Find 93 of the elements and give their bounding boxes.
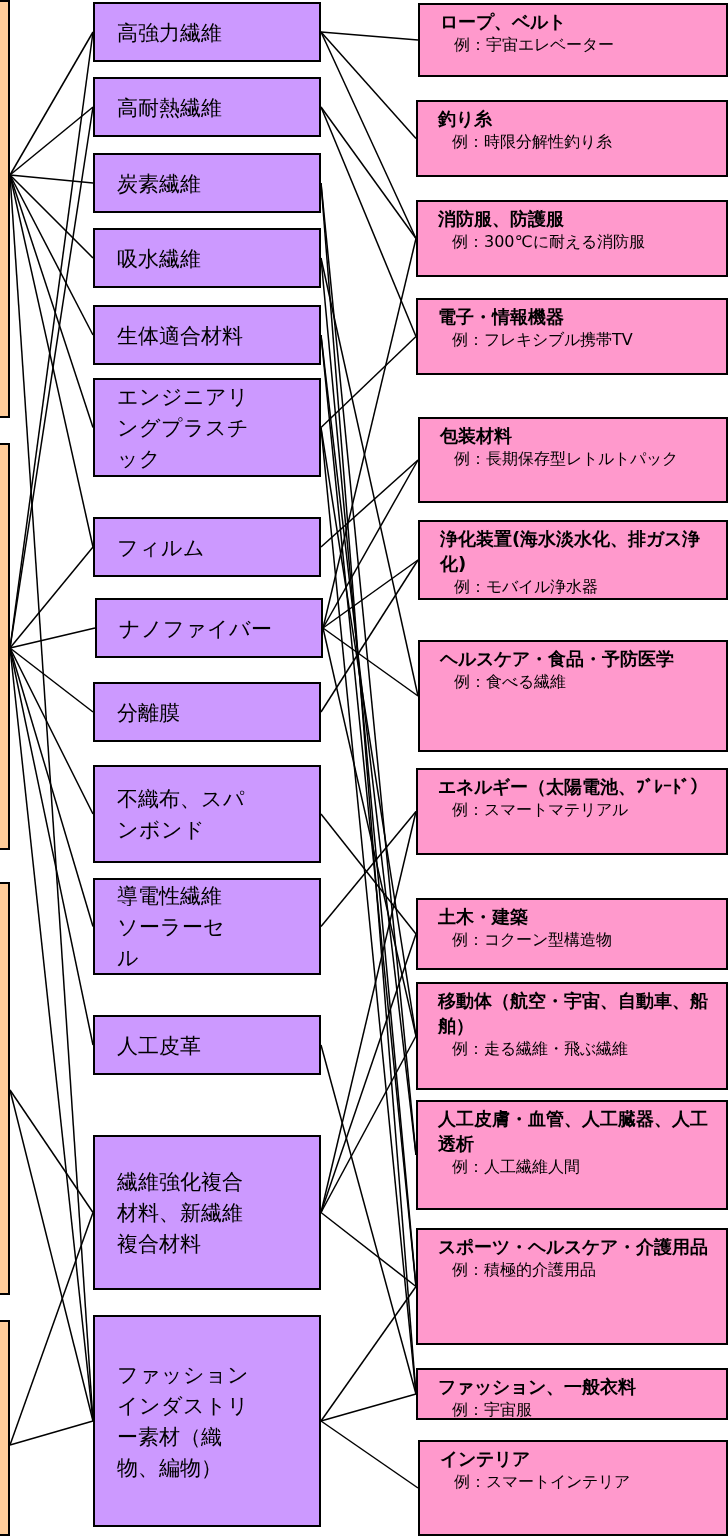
example-text: 例：長期保存型レトルトパック [454, 448, 679, 470]
example-text: 例：コクーン型構造物 [452, 929, 613, 951]
application-box [416, 768, 728, 855]
connector-line [9, 1420, 94, 1446]
connector-line [9, 106, 94, 176]
example-text: 例：時限分解性釣り糸 [452, 131, 613, 153]
application-heading: 浄化装置(海水淡水化、排ガス浄化) [440, 527, 702, 576]
material-label: 繊維強化複合材料、新繊維複合材料 [117, 1169, 244, 1258]
example-text: 例：300℃に耐える消防服 [452, 231, 646, 253]
material-box [93, 765, 321, 863]
material-box [93, 228, 321, 288]
application-box [416, 1368, 728, 1420]
material-box [93, 153, 321, 213]
application-box [416, 100, 728, 177]
application-heading: スポーツ・ヘルスケア・介護用品 [438, 1235, 709, 1259]
material-box [93, 682, 321, 742]
material-box [93, 517, 321, 577]
application-box [418, 1440, 728, 1536]
material-label: 生体適合材料 [117, 322, 244, 350]
application-heading: 移動体（航空・宇宙、自動車、船舶） [438, 989, 709, 1038]
connector-line [9, 627, 96, 649]
material-box [93, 2, 321, 62]
application-heading: 人工皮膚・血管、人工臓器、人工透析 [438, 1107, 709, 1156]
material-label: 吸水繊維 [117, 245, 202, 273]
application-heading: 包装材料 [440, 424, 513, 448]
connector-line [9, 1089, 94, 1214]
material-box [93, 878, 321, 975]
connector-line [320, 559, 419, 713]
example-text: 例：走る繊維・飛ぶ繊維 [452, 1038, 629, 1060]
example-text: 例：積極的介護用品 [452, 1259, 597, 1281]
material-box [95, 598, 323, 658]
example-text: 例：食べる繊維 [454, 671, 567, 693]
material-box [93, 1135, 321, 1290]
connector-line [322, 627, 419, 697]
material-label: ファッションインダストリー素材（織物、編物） [117, 1362, 250, 1482]
material-box [93, 77, 321, 137]
application-heading: エネルギー（太陽電池、ﾌﾞﾚｰﾄﾞ） [438, 775, 709, 799]
application-box [416, 1228, 728, 1345]
connector-line [320, 1420, 419, 1489]
material-label: フィルム [117, 534, 206, 562]
application-box [418, 640, 728, 752]
connector-line [9, 174, 94, 184]
material-label: ナノファイバー [119, 615, 273, 643]
connector-line [9, 546, 94, 649]
material-box [93, 378, 321, 477]
application-box [416, 200, 728, 277]
example-text: 例：宇宙エレベーター [454, 34, 615, 56]
material-box [93, 305, 321, 365]
connector-line [320, 31, 419, 41]
connector-line [9, 647, 94, 713]
example-text: 例：フレキシブル携帯TV [452, 329, 634, 351]
connector-line [320, 106, 417, 240]
material-box [93, 1015, 321, 1075]
application-box [416, 898, 728, 970]
example-text: 例：スマートインテリア [454, 1471, 631, 1493]
connector-line [320, 1393, 417, 1422]
application-heading: 土木・建築 [438, 905, 529, 929]
connector-line [322, 559, 419, 629]
example-text: 例：モバイル浄水器 [454, 576, 599, 598]
connector-line [9, 31, 94, 176]
application-box [416, 982, 728, 1090]
example-text: 例：スマートマテリアル [452, 799, 629, 821]
material-label: 導電性繊維ソーラーセル [117, 883, 226, 972]
connector-line [9, 174, 94, 259]
material-label: 炭素繊維 [117, 170, 202, 198]
application-heading: 釣り糸 [438, 107, 493, 131]
application-heading: ファッション、一般衣料 [438, 1375, 637, 1399]
application-heading: ヘルスケア・食品・予防医学 [440, 647, 675, 671]
connector-line [320, 335, 417, 429]
application-box [416, 1100, 728, 1210]
application-heading: 消防服、防護服 [438, 207, 565, 231]
connector-line [320, 459, 419, 548]
application-heading: 電子・情報機器 [438, 305, 565, 329]
application-box [418, 3, 728, 77]
application-box [418, 520, 728, 600]
connector-line [9, 647, 94, 815]
material-box [93, 1315, 321, 1527]
material-label: 高耐熱繊維 [117, 94, 223, 122]
connector-line [322, 459, 419, 629]
example-text: 例：人工繊維人間 [452, 1156, 581, 1178]
connector-line [320, 31, 417, 140]
application-heading: インテリア [440, 1447, 531, 1471]
application-box [418, 417, 728, 503]
connector-line [320, 1285, 417, 1422]
material-label: エンジニアリングプラスチック [117, 384, 250, 473]
material-label: 高強力繊維 [117, 19, 223, 47]
material-label: 分離膜 [117, 699, 181, 727]
application-heading: ロープ、ベルト [440, 10, 567, 34]
material-label: 人工皮革 [117, 1032, 202, 1060]
connector-line [320, 1211, 417, 1288]
material-label: 不織布、スパンボンド [117, 786, 246, 844]
example-text: 例：宇宙服 [452, 1399, 533, 1421]
application-box [416, 298, 728, 375]
